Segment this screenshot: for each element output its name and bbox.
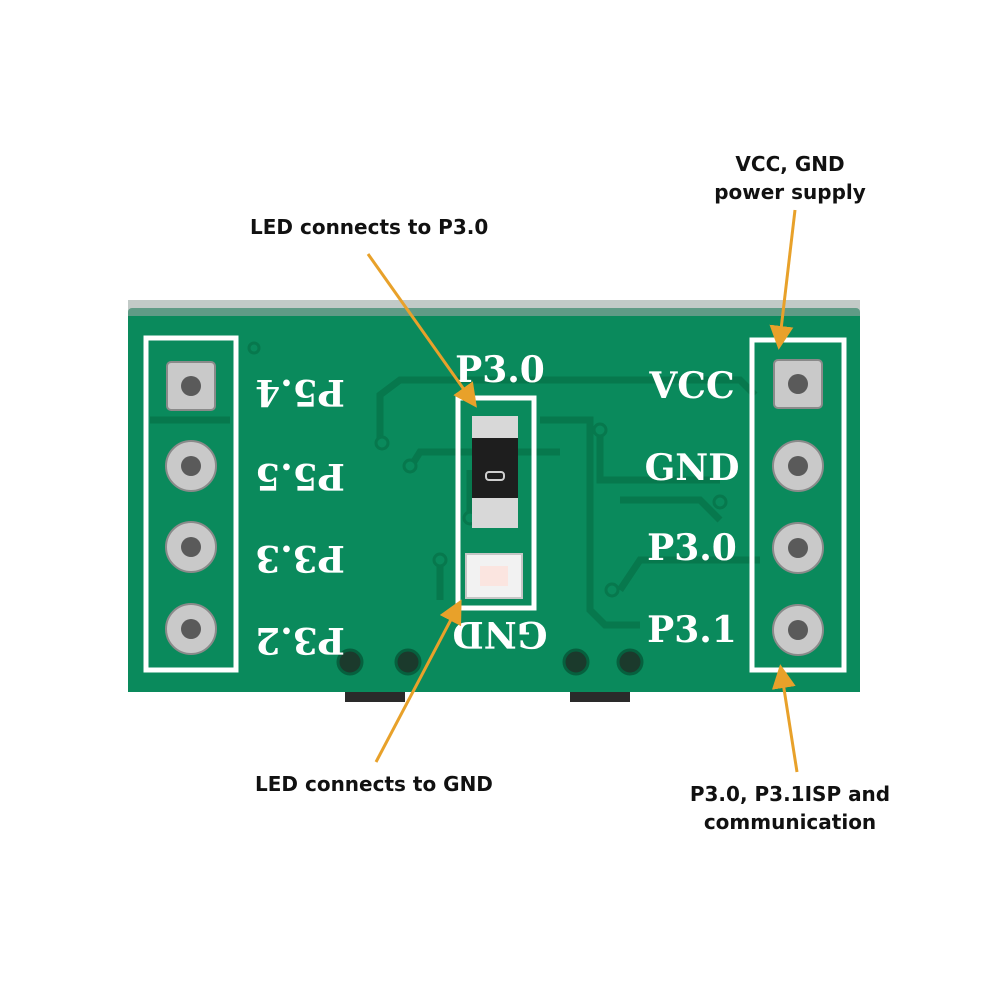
callout-isp-line1: P3.0, P3.1ISP and <box>689 782 891 806</box>
callout-power-line2: power supply <box>714 180 866 204</box>
led-label-p30: P3.0 <box>455 349 545 391</box>
left-pins <box>165 361 217 655</box>
arrow-power <box>769 209 797 350</box>
callout-led-p30: LED connects to P3.0 <box>250 215 489 239</box>
pin-label-gnd: GND <box>645 447 740 489</box>
pin-label-p32: P3.2 <box>255 619 345 661</box>
arrow-led-gnd <box>374 599 462 763</box>
right-header-outline <box>749 337 847 673</box>
pin-label-p31: P3.1 <box>647 609 737 651</box>
callout-arrows <box>366 209 799 773</box>
callout-isp: P3.0, P3.1ISP and communication <box>680 780 900 836</box>
callout-led-gnd: LED connects to GND <box>255 772 493 796</box>
vias <box>247 341 728 598</box>
pin-label-p33: P3.3 <box>255 537 345 579</box>
callout-isp-line2: communication <box>703 810 877 834</box>
led-outline <box>455 395 537 611</box>
callout-power: VCC, GND power supply <box>700 150 880 206</box>
arrow-led-p30 <box>366 253 477 408</box>
pin-label-p55: P5.5 <box>255 455 345 497</box>
smd-led <box>465 553 523 599</box>
led-label-gnd: GND <box>453 613 548 655</box>
smd-resistor <box>472 416 518 528</box>
callout-power-line1: VCC, GND <box>735 152 845 176</box>
pin-label-vcc: VCC <box>648 365 734 407</box>
left-header-outline <box>143 335 239 673</box>
arrow-isp <box>771 664 799 773</box>
bottom-holes <box>336 648 644 676</box>
pcb-board-edge <box>128 300 860 316</box>
pin-label-p30: P3.0 <box>647 527 737 569</box>
right-pins <box>772 359 824 656</box>
pin-label-p54: P5.4 <box>255 371 345 413</box>
